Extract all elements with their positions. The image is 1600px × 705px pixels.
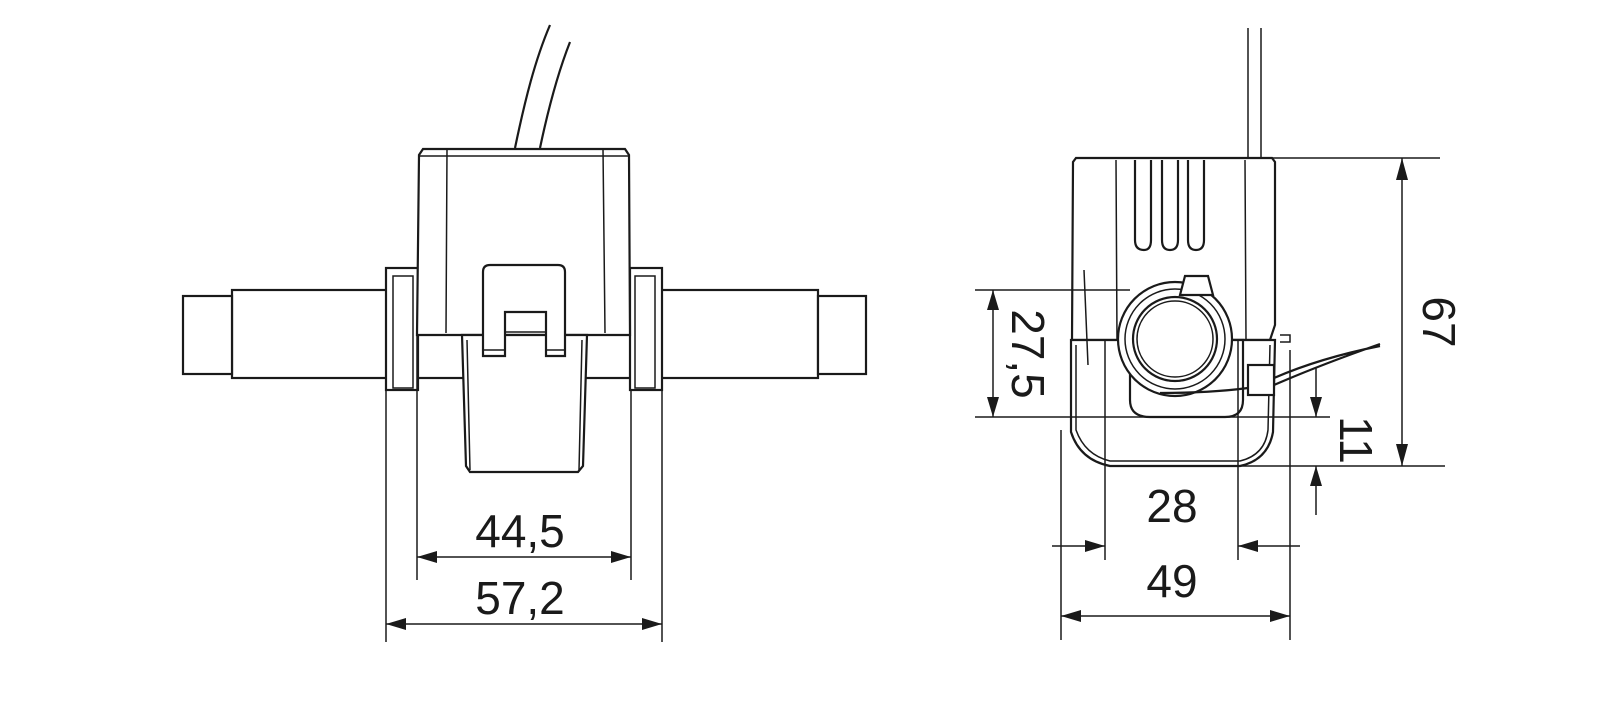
dim-outer-width-side: 49: [1146, 555, 1197, 607]
core-u: [460, 333, 589, 474]
clip: [481, 263, 567, 358]
latch: [1178, 274, 1215, 297]
conductor-ring-inner: [1131, 295, 1219, 383]
dim-outer-width: 57,2: [475, 572, 565, 624]
cable-top: [1247, 28, 1262, 158]
vent-slots: [1133, 160, 1206, 252]
side-view: 67 27,5 11 28 49: [975, 28, 1465, 640]
dim-inner-width-side: 28: [1146, 480, 1197, 532]
cable: [513, 24, 572, 149]
dim-inner-width: 44,5: [475, 505, 565, 557]
dim-height: 67: [1413, 296, 1465, 347]
housing: [415, 147, 632, 337]
dim-aperture: 27,5: [1002, 309, 1054, 399]
extension-lines-side: [975, 157, 1445, 640]
dim-offset: 11: [1330, 416, 1382, 464]
front-view: 44,5 57,2: [181, 24, 868, 642]
cable-clamp: [1246, 363, 1276, 397]
extension-lines: [385, 335, 663, 642]
busbar-end-left: [181, 294, 234, 376]
busbar-end-right: [816, 294, 868, 376]
cable-side: [1159, 342, 1381, 395]
